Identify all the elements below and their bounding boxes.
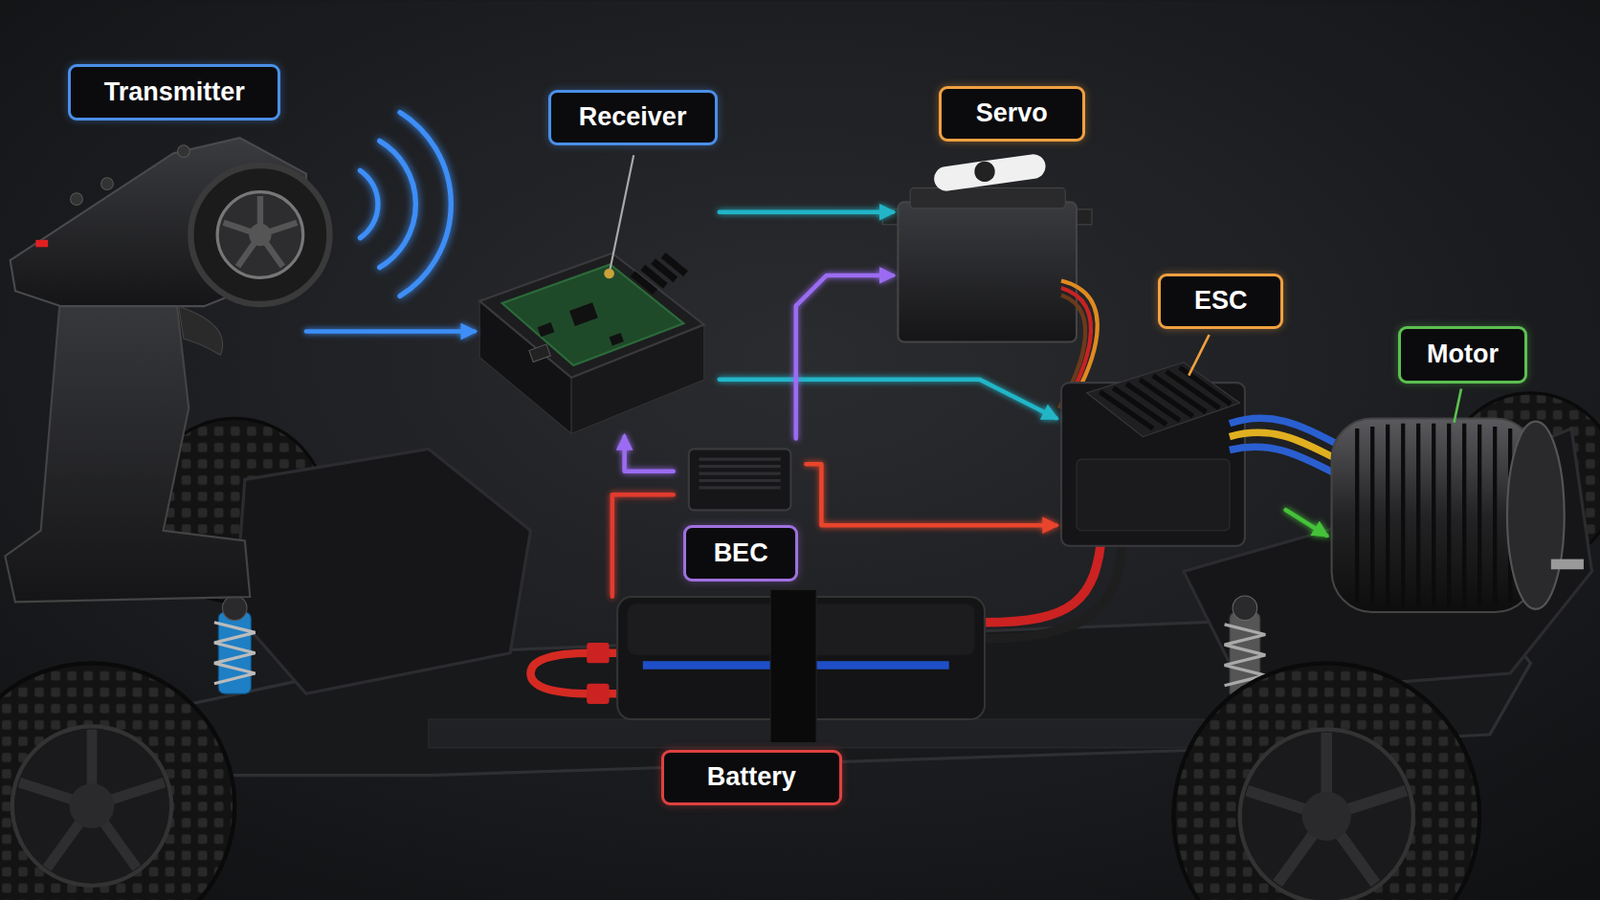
esc-case	[1076, 459, 1230, 532]
bec-fins	[698, 459, 780, 489]
servo-top	[910, 187, 1066, 208]
battery-strap	[770, 590, 817, 744]
motor-fins	[1356, 423, 1511, 608]
rear-spring	[1224, 624, 1267, 687]
front-spring	[214, 622, 256, 685]
radio-wave	[400, 112, 451, 297]
antenna	[609, 155, 635, 274]
steering-wheel	[190, 165, 330, 305]
component-region: ESC	[1056, 273, 1287, 547]
wheel-spokes	[223, 196, 298, 267]
component-region: Battery	[606, 597, 990, 809]
wheel-hub	[69, 783, 115, 829]
chip	[569, 302, 599, 327]
horn-screw	[974, 161, 995, 182]
rim-spokes	[1246, 733, 1406, 885]
antenna-mount	[603, 268, 615, 280]
radio-waves	[359, 112, 451, 297]
wheel-rim	[217, 192, 304, 279]
connector	[529, 344, 551, 363]
signal-arrow	[612, 494, 674, 598]
heatsink-fins	[1100, 367, 1231, 429]
signal-arrow	[719, 379, 1057, 420]
signal-arrow	[805, 464, 1056, 526]
battery-wire	[984, 535, 1123, 640]
component-label: Battery	[661, 750, 843, 807]
leader-line	[1454, 389, 1462, 423]
servo-horn	[932, 153, 1047, 194]
motor-endbell	[1507, 422, 1565, 610]
signal-arrow	[796, 275, 893, 440]
component-label: Transmitter	[67, 64, 281, 121]
signal-arrow	[1286, 510, 1328, 536]
transmitter-grip	[4, 275, 250, 602]
wheel-hub	[1302, 792, 1352, 842]
channel-pins	[632, 255, 686, 292]
esc-heatsink	[1087, 362, 1241, 438]
component-region: Servo	[892, 86, 1088, 343]
signal-arrow	[624, 436, 674, 471]
shock-cap	[222, 596, 247, 622]
wheel-rim	[12, 726, 172, 886]
battery-plug	[586, 684, 609, 705]
motor-can	[1332, 418, 1536, 613]
component-label: Motor	[1398, 326, 1528, 384]
trim-knob	[70, 193, 84, 206]
component-region: Transmitter	[4, 61, 307, 602]
component-region: BEC	[673, 439, 807, 584]
motor-shaft	[1551, 559, 1584, 571]
leader-line	[1188, 334, 1209, 377]
component-region: Motor	[1326, 326, 1561, 613]
shock-cap	[1232, 596, 1258, 622]
component-region: Receiver	[474, 89, 720, 438]
component-label: BEC	[683, 525, 798, 582]
front-left-tire	[0, 663, 235, 900]
trim-knob	[101, 177, 114, 191]
power-led	[35, 240, 48, 247]
rear-right-tire	[1173, 663, 1480, 900]
motor-wire	[1229, 446, 1348, 480]
receiver-case	[479, 253, 705, 378]
bec-body	[688, 448, 792, 511]
signal-arrow	[306, 329, 475, 334]
chip	[609, 333, 624, 346]
chip	[537, 322, 556, 337]
servo-body	[897, 201, 1077, 342]
component-label: Receiver	[548, 89, 718, 147]
wheel-rim	[1240, 730, 1414, 900]
component-label: ESC	[1157, 273, 1284, 331]
throttle-trigger	[178, 306, 223, 356]
signal-arrow	[719, 210, 893, 216]
front-bulkhead	[234, 448, 531, 694]
radio-wave	[359, 170, 378, 238]
component-label: Servo	[938, 86, 1085, 143]
trim-knob	[177, 145, 191, 158]
rim-spokes	[19, 730, 164, 869]
wheel-hub	[248, 223, 271, 246]
radio-wave	[379, 140, 417, 267]
battery-plug	[586, 643, 609, 664]
